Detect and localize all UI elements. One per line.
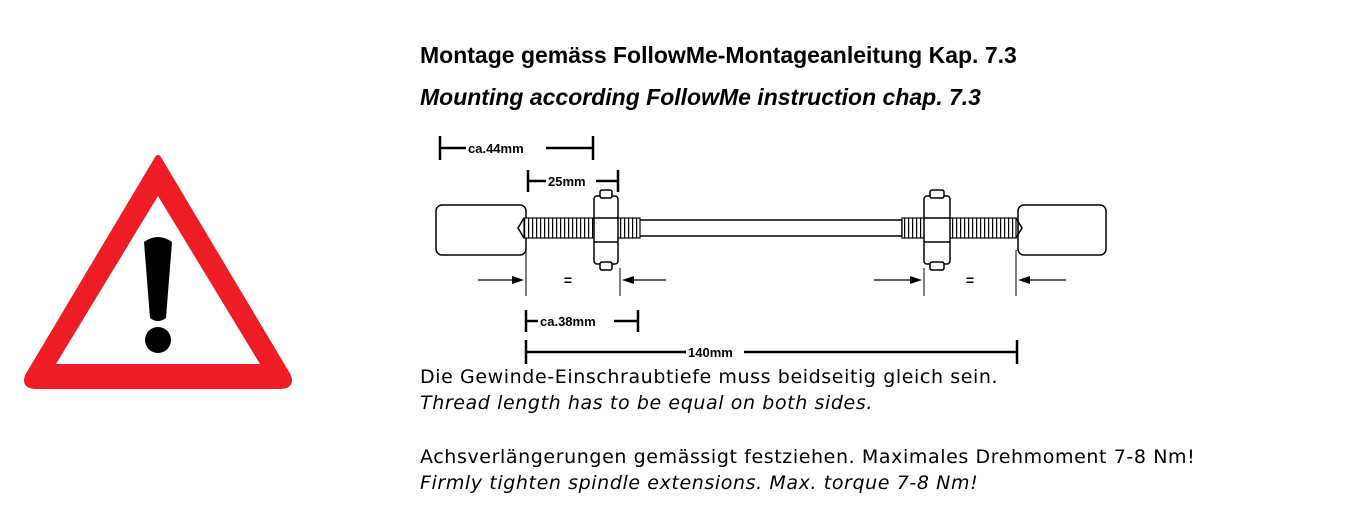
left-thread [523,217,641,239]
dimension-overall-insert [438,136,595,160]
dimension-thread-nut [526,170,620,192]
equal-arrows-right [874,276,1066,284]
exclamation-bar [144,237,172,321]
note-torque-german: Achsverlängerungen gemässigt festziehen.… [420,446,1196,468]
equal-label-right: = [966,272,974,288]
right-nut [923,189,951,271]
warning-triangle-icon [24,155,292,389]
exclamation-dot [145,327,171,353]
equal-label-left: = [564,272,572,288]
dimension-thread-nut-label: 25mm [548,174,586,189]
right-thread [901,217,1017,239]
note-thread-english: Thread length has to be equal on both si… [420,392,873,414]
dimension-thread-depth [524,310,640,332]
extension-lines [525,250,1017,296]
heading-english: Mounting according FollowMe instruction … [420,84,981,110]
note-torque-english: Firmly tighten spindle extensions. Max. … [420,472,979,494]
dimension-thread-depth-label: ca.38mm [540,314,596,329]
note-thread-german: Die Gewinde-Einschraubtiefe muss beidsei… [420,366,999,388]
center-rod [637,219,903,237]
heading-german: Montage gemäss FollowMe-Montageanleitung… [420,42,1017,68]
equal-arrows-left [478,276,666,284]
left-nut [593,189,619,271]
dimension-total-length [524,340,1019,364]
spindle-drawing: ca.44mm 25mm [435,136,1107,364]
right-spindle-tube [1017,204,1107,256]
dimension-overall-insert-label: ca.44mm [468,141,524,156]
left-spindle-tube [435,204,527,256]
dimension-total-length-label: 140mm [688,345,733,360]
